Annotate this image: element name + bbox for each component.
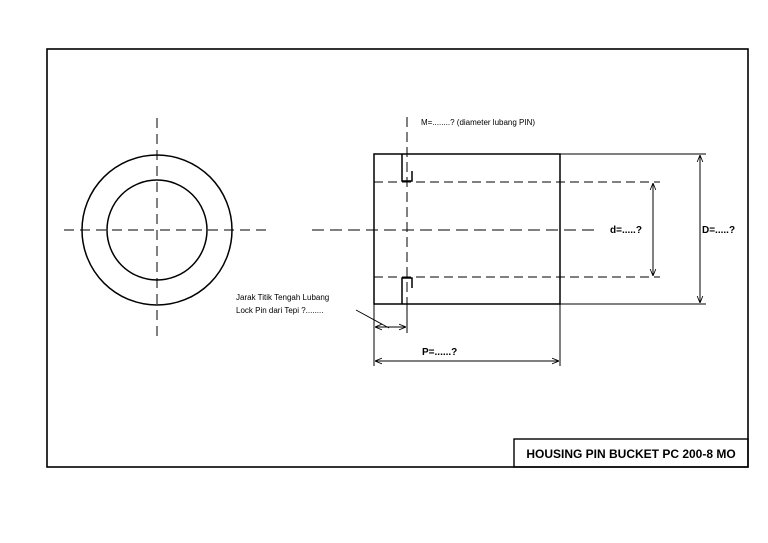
pin-distance-label-line2: Lock Pin dari Tepi ?........ xyxy=(236,306,323,315)
side-body xyxy=(373,153,561,305)
drawing-frame xyxy=(46,48,749,468)
title-block-text: HOUSING PIN BUCKET PC 200-8 MO xyxy=(526,447,735,461)
pin-distance-label-line1: Jarak Titik Tengah Lubang xyxy=(236,293,329,302)
title-block xyxy=(513,438,749,468)
d-inner-label: d=.....? xyxy=(610,225,642,236)
m-label: M=........? (diameter lubang PIN) xyxy=(421,118,535,127)
side-view xyxy=(312,117,660,333)
pin-hole-bottom xyxy=(401,277,413,304)
front-view xyxy=(64,118,272,342)
pin-distance-leader xyxy=(355,309,390,329)
d-outer-label: D=.....? xyxy=(702,225,735,236)
p-label: P=......? xyxy=(422,347,457,358)
